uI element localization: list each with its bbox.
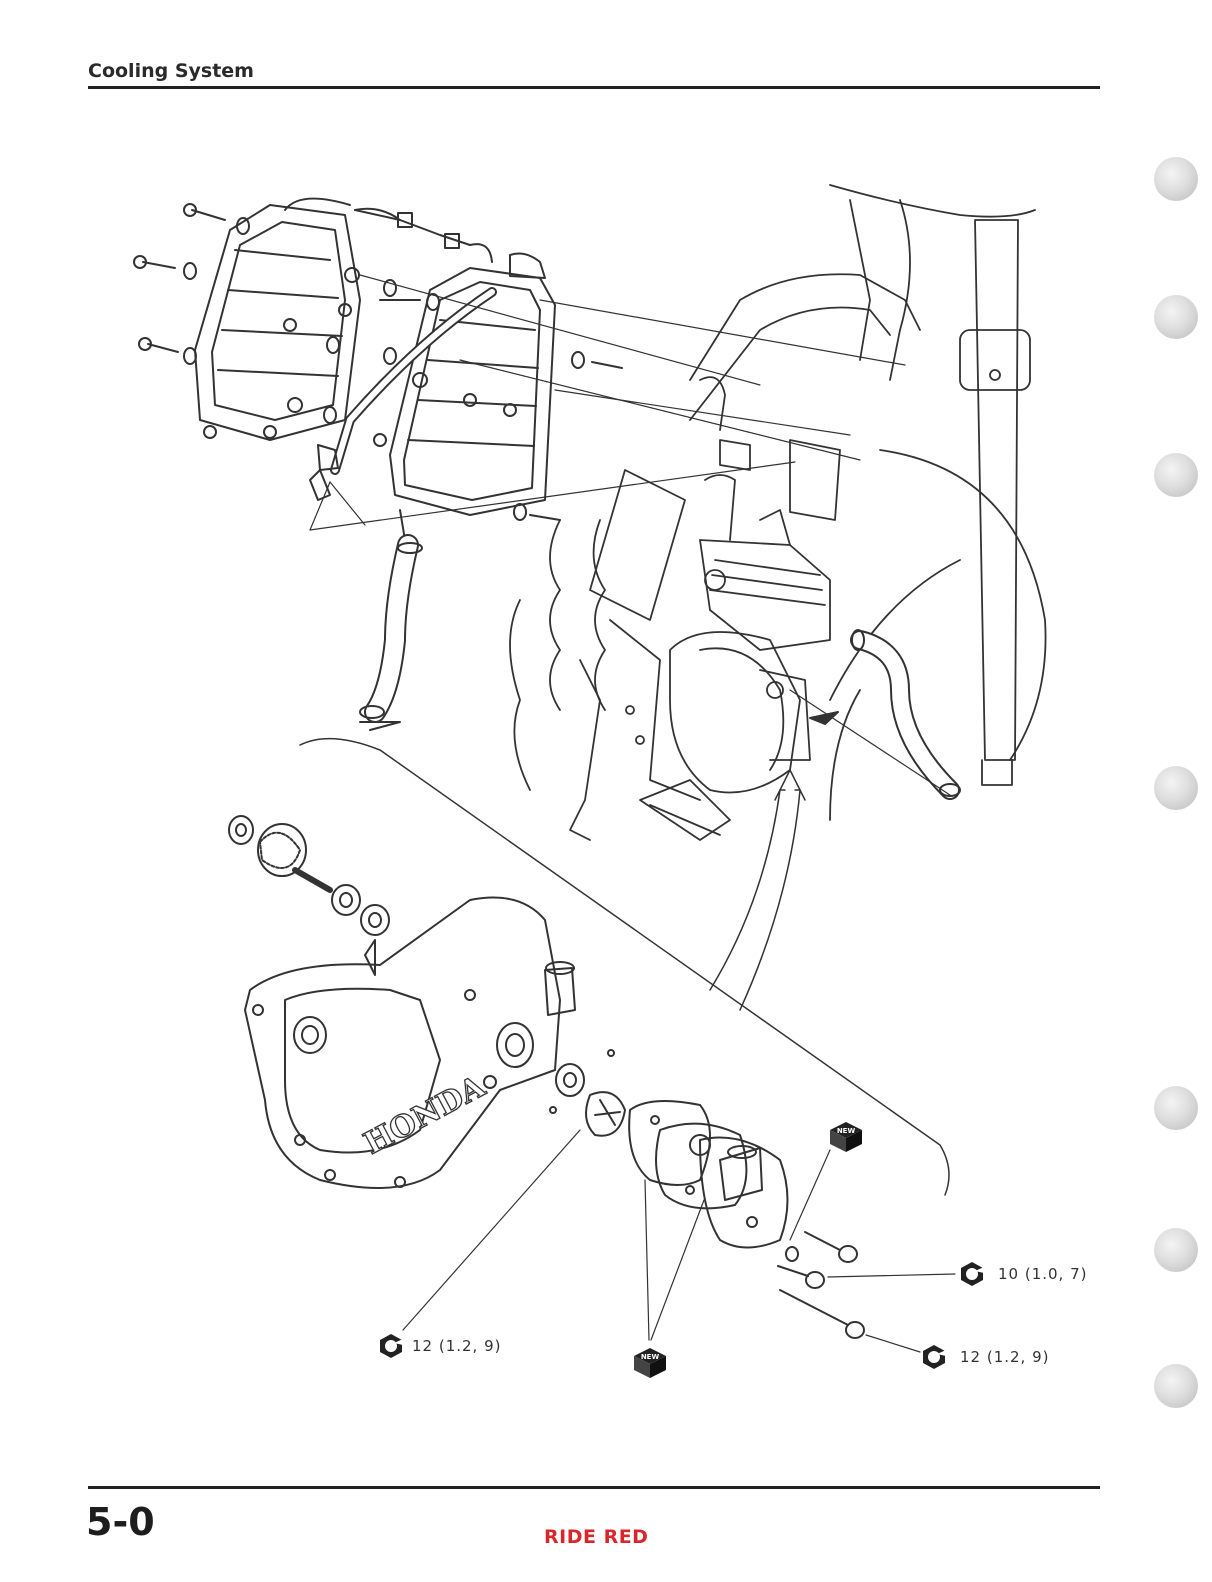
footer-rule bbox=[88, 1486, 1100, 1489]
radiator-bolts-left bbox=[134, 204, 400, 423]
leader-lines-radiator bbox=[310, 275, 905, 530]
detail-pointer-arrow bbox=[710, 770, 805, 1010]
svg-text:NEW: NEW bbox=[837, 1127, 856, 1135]
upper-hose bbox=[355, 209, 492, 262]
left-radiator bbox=[195, 199, 360, 440]
impeller-torque-label: 12 (1.2, 9) bbox=[412, 1337, 502, 1355]
pump-bolts bbox=[778, 1232, 864, 1338]
lower-radiator-hose bbox=[360, 543, 422, 730]
svg-text:NEW: NEW bbox=[641, 1353, 660, 1361]
page-number: 5-0 bbox=[86, 1500, 155, 1544]
short-bolt-torque-label: 10 (1.0, 7) bbox=[998, 1265, 1088, 1283]
water-pump-cover bbox=[700, 1138, 788, 1248]
impeller bbox=[550, 1050, 625, 1136]
torque-wrench-icon bbox=[376, 1331, 406, 1361]
crankcase-cover bbox=[245, 898, 575, 1189]
long-bolt-torque-label: 12 (1.2, 9) bbox=[960, 1348, 1050, 1366]
torque-wrench-icon bbox=[957, 1259, 987, 1289]
right-lower-hose bbox=[790, 630, 960, 796]
motorcycle-frame bbox=[510, 185, 1046, 840]
right-radiator bbox=[335, 254, 555, 540]
pump-drive-parts bbox=[229, 816, 389, 975]
new-part-icon: NEW bbox=[826, 1120, 866, 1154]
honda-cover-logo: HONDA bbox=[358, 1069, 491, 1162]
callout-leaders bbox=[403, 1130, 955, 1352]
torque-wrench-icon bbox=[919, 1342, 949, 1372]
footer-brand: RIDE RED bbox=[544, 1526, 648, 1548]
new-part-icon: NEW bbox=[630, 1346, 670, 1380]
